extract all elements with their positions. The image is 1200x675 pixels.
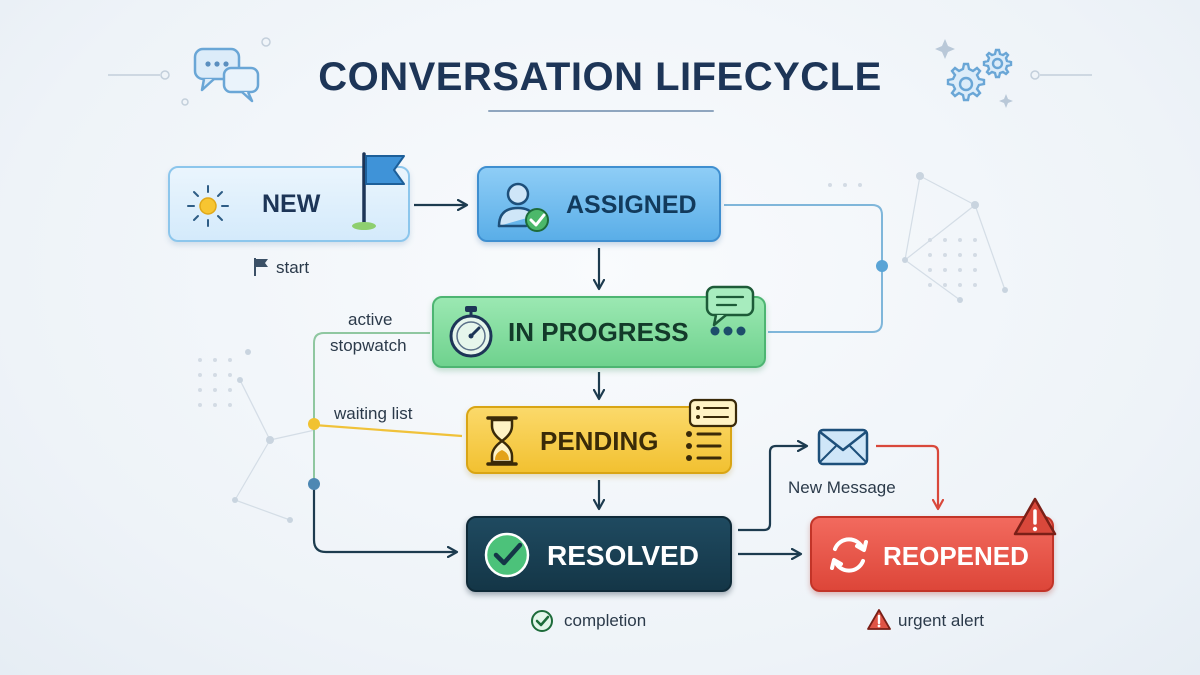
node-new-label: NEW <box>262 190 321 218</box>
chat-dots-icon <box>705 285 755 327</box>
hourglass-icon <box>486 416 518 466</box>
node-resolved-label: RESOLVED <box>547 540 699 571</box>
title-decoration-left <box>108 37 271 106</box>
dot-grid-left <box>198 358 232 407</box>
gears-icon <box>946 48 1013 102</box>
list-icon <box>686 431 722 461</box>
sun-icon <box>187 185 229 227</box>
dot-grid-right <box>828 183 977 287</box>
note-urgent-alert: urgent alert <box>898 611 984 630</box>
typing-dots-icon <box>710 326 746 336</box>
sparkles <box>935 39 1013 108</box>
note-start: start <box>276 258 310 277</box>
checklist-card-icon <box>688 398 738 428</box>
envelope-icon <box>817 428 869 466</box>
page-title: CONVERSATION LIFECYCLE <box>318 55 882 99</box>
network-decoration-left <box>234 379 316 521</box>
node-pending-label: PENDING <box>540 426 659 456</box>
title-decoration-right <box>1030 70 1092 80</box>
note-completion: completion <box>564 611 647 630</box>
urgent-alert-icon <box>867 609 891 630</box>
note-active: active <box>348 310 393 329</box>
node-reopened-label: REOPENED <box>883 541 1029 571</box>
user-check-icon <box>497 182 549 232</box>
arrow-left-loop-to-resolved <box>312 484 456 552</box>
note-waiting-list: waiting list <box>334 404 413 423</box>
chat-bubbles-icon <box>193 47 260 103</box>
start-flag-icon <box>254 258 268 276</box>
refresh-icon <box>830 537 868 573</box>
arrow-resolved-to-new-message <box>738 446 806 532</box>
connector-waiting-list <box>313 423 463 438</box>
node-assigned-label: ASSIGNED <box>566 191 697 219</box>
node-reopened <box>810 516 1054 592</box>
stopwatch-icon <box>449 306 493 358</box>
checkmark-icon <box>484 532 530 578</box>
connector-left-loop <box>313 332 452 553</box>
node-in-progress-label: IN PROGRESS <box>508 317 689 347</box>
flag-icon <box>352 152 405 230</box>
warning-icon <box>1013 497 1057 536</box>
arrow-new-message-to-reopened <box>876 444 938 508</box>
network-decoration-right <box>904 175 1006 301</box>
note-stopwatch: stopwatch <box>330 336 407 355</box>
note-new-message: New Message <box>788 478 896 497</box>
title-underline <box>488 110 714 112</box>
completion-check-icon <box>531 610 553 632</box>
